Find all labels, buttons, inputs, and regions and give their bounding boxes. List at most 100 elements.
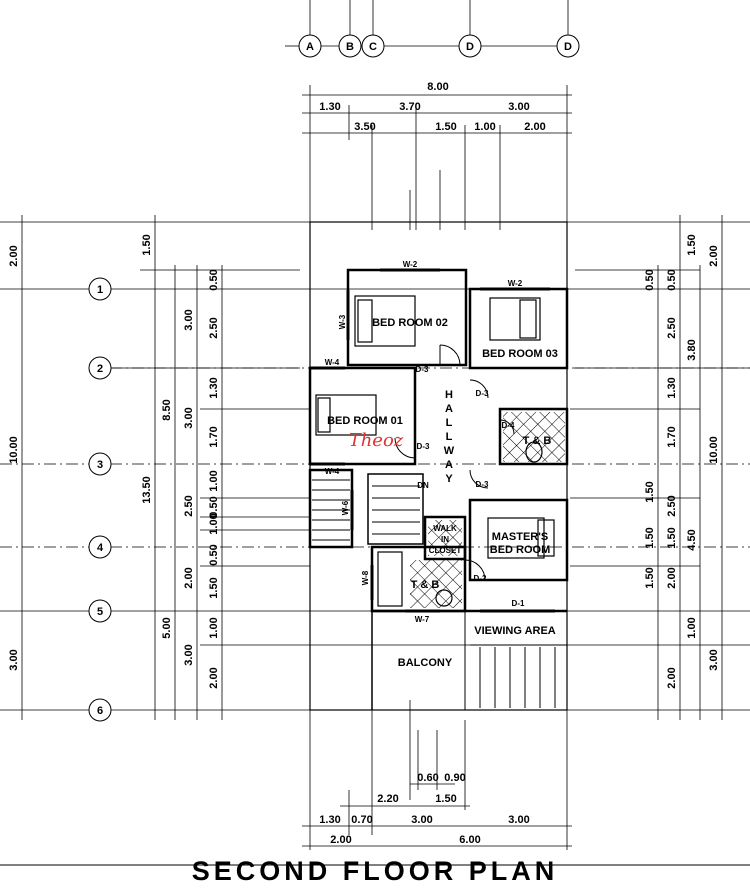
svg-text:D-3: D-3 (476, 389, 489, 398)
svg-text:2.50: 2.50 (666, 495, 678, 516)
svg-text:1.70: 1.70 (208, 426, 220, 447)
svg-text:1: 1 (97, 284, 103, 296)
label-tb-1: T & B (523, 435, 552, 447)
svg-text:1.50: 1.50 (644, 481, 656, 502)
svg-text:13.50: 13.50 (141, 476, 153, 504)
svg-text:2.50: 2.50 (208, 317, 220, 338)
svg-text:3.50: 3.50 (354, 121, 375, 133)
label-tb-2: T & B (411, 579, 440, 591)
svg-text:D: D (564, 41, 572, 53)
right-dimension-lines (657, 215, 723, 720)
svg-text:2.00: 2.00 (524, 121, 545, 133)
horizontal-grid-lines (0, 221, 750, 711)
svg-text:4: 4 (97, 542, 104, 554)
left-dimension-lines (21, 215, 223, 720)
svg-text:W-4: W-4 (325, 467, 340, 476)
svg-text:0.50: 0.50 (208, 269, 220, 290)
label-masters-2: BED ROOM (490, 544, 551, 556)
watermark-logo: Theoz (349, 430, 404, 451)
svg-text:2.00: 2.00 (8, 245, 20, 266)
svg-text:D-1: D-1 (512, 599, 525, 608)
hallway-y: Y (445, 473, 453, 485)
svg-text:0.50: 0.50 (666, 269, 678, 290)
grid-bubble-3: 3 (88, 452, 112, 476)
svg-text:W-2: W-2 (508, 279, 523, 288)
svg-text:1.50: 1.50 (644, 567, 656, 588)
grid-bubble-a: A (298, 34, 322, 58)
svg-text:2.00: 2.00 (183, 567, 195, 588)
svg-text:1.00: 1.00 (474, 121, 495, 133)
svg-text:1.70: 1.70 (666, 426, 678, 447)
svg-text:B: B (346, 41, 354, 53)
svg-text:W-2: W-2 (403, 260, 418, 269)
svg-text:1.00: 1.00 (208, 470, 220, 491)
svg-text:3: 3 (97, 459, 103, 471)
bed-02 (354, 295, 416, 347)
svg-text:A: A (306, 41, 314, 53)
hallway-a2: A (445, 459, 453, 471)
svg-text:1.30: 1.30 (319, 814, 340, 826)
svg-text:6: 6 (97, 705, 103, 717)
svg-text:3.00: 3.00 (183, 407, 195, 428)
svg-text:3.00: 3.00 (183, 309, 195, 330)
svg-text:1.50: 1.50 (644, 527, 656, 548)
svg-text:2.00: 2.00 (708, 245, 720, 266)
svg-text:1.50: 1.50 (435, 121, 456, 133)
svg-text:W-8: W-8 (361, 570, 370, 585)
grid-bubble-6: 6 (88, 698, 112, 722)
svg-text:2.50: 2.50 (666, 317, 678, 338)
drawing-title: SECOND FLOOR PLAN (191, 856, 559, 886)
svg-text:1.00: 1.00 (208, 617, 220, 638)
svg-text:1.50: 1.50 (141, 234, 153, 255)
svg-text:0.50: 0.50 (208, 544, 220, 565)
svg-text:10.00: 10.00 (708, 436, 720, 464)
label-walk-1: WALK (433, 524, 457, 533)
svg-text:5: 5 (97, 606, 103, 618)
svg-text:D-4: D-4 (502, 421, 515, 430)
room-labels: BED ROOM 02 BED ROOM 03 BED ROOM 01 T & … (327, 317, 558, 669)
svg-text:W-4: W-4 (325, 358, 340, 367)
bed-master (487, 517, 545, 559)
label-dn: DN (417, 481, 429, 490)
svg-text:1.30: 1.30 (208, 377, 220, 398)
closet-hatch-b (428, 520, 462, 556)
windows (310, 268, 555, 613)
tb-hatch-1b (503, 412, 565, 462)
svg-text:W-3: W-3 (338, 314, 347, 329)
svg-text:1.50: 1.50 (208, 577, 220, 598)
svg-text:3.00: 3.00 (8, 649, 20, 670)
svg-text:6.00: 6.00 (459, 834, 480, 846)
stair-treads (312, 479, 420, 541)
bathtub (377, 551, 403, 607)
svg-text:0.50: 0.50 (208, 496, 220, 517)
label-walk-2: IN (441, 535, 449, 544)
grid-bubble-4: 4 (88, 535, 112, 559)
grid-bubble-d2: D (556, 34, 580, 58)
svg-text:4.50: 4.50 (686, 529, 698, 550)
balcony-steps (479, 647, 556, 708)
label-balcony: BALCONY (398, 657, 453, 669)
toilet-1 (525, 441, 543, 463)
label-bedroom-02: BED ROOM 02 (372, 317, 448, 329)
svg-text:D-3: D-3 (476, 480, 489, 489)
svg-text:D-2: D-2 (474, 574, 487, 583)
svg-text:10.00: 10.00 (8, 436, 20, 464)
svg-text:D-3: D-3 (416, 365, 429, 374)
label-bedroom-03: BED ROOM 03 (482, 348, 558, 360)
svg-text:W-6: W-6 (341, 500, 350, 515)
svg-text:1.30: 1.30 (319, 101, 340, 113)
svg-text:1.50: 1.50 (435, 793, 456, 805)
label-masters-1: MASTER'S (492, 531, 548, 543)
left-dimension-texts: 2.00 10.00 3.00 1.50 13.50 8.50 5.00 3.0… (8, 234, 220, 688)
svg-text:3.00: 3.00 (183, 644, 195, 665)
grid-bubble-5: 5 (88, 599, 112, 623)
svg-text:0.50: 0.50 (644, 269, 656, 290)
svg-text:8.50: 8.50 (161, 399, 173, 420)
hallway-l2: L (446, 431, 453, 443)
svg-text:D: D (466, 41, 474, 53)
label-viewing-area: VIEWING AREA (474, 625, 556, 637)
svg-text:W-7: W-7 (415, 615, 430, 624)
right-dimension-texts: 2.00 10.00 3.00 1.50 3.80 4.50 1.00 0.50… (644, 234, 720, 688)
opening-tags: W-2 W-2 W-3 W-4 W-4 W-6 W-8 W-7 D-3 D-3 … (325, 260, 525, 624)
